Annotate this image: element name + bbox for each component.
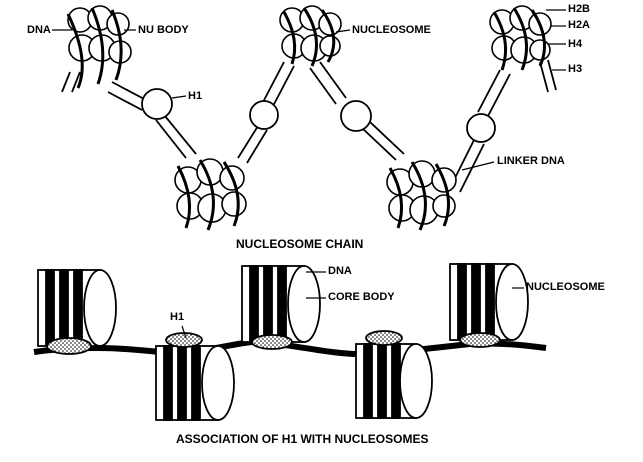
nucleosome-chain-diagram [52, 5, 566, 231]
bottom-leader-lines [181, 271, 524, 339]
label-core-body: CORE BODY [328, 291, 395, 303]
label-h1-top: H1 [188, 90, 203, 102]
label-h3: H3 [568, 63, 583, 75]
h1-bead [249, 100, 279, 130]
label-linker-dna: LINKER DNA [497, 155, 565, 167]
h1-bead [466, 113, 496, 143]
nu-body-1 [66, 5, 132, 89]
h1-beads [141, 88, 496, 143]
h1-bead [340, 100, 372, 132]
core-body-2 [155, 332, 235, 421]
nu-body-4 [386, 160, 457, 231]
h1-bead [141, 88, 173, 120]
label-h1-bottom: H1 [170, 311, 185, 323]
core-body-4 [355, 330, 433, 419]
label-nucleosome-top: NUCLEOSOME [352, 24, 431, 36]
nu-body-5 [489, 5, 552, 71]
caption-h1-association: ASSOCIATION OF H1 WITH NUCLEOSOMES [176, 432, 429, 446]
label-h2a: H2A [568, 19, 591, 31]
h1-association-diagram [33, 263, 547, 421]
label-dna-top: DNA [27, 24, 51, 36]
core-body-5 [449, 263, 529, 348]
linker-dna-strands [61, 59, 557, 193]
core-body-3 [241, 265, 321, 350]
nu-body-2 [174, 158, 247, 231]
caption-nucleosome-chain: NUCLEOSOME CHAIN [236, 237, 364, 251]
nu-body-3 [279, 5, 342, 67]
label-h2b: H2B [568, 3, 591, 15]
label-nu-body: NU BODY [138, 24, 189, 36]
label-dna-bottom: DNA [328, 265, 352, 277]
core-body-1 [37, 269, 117, 355]
top-leader-lines [52, 9, 566, 171]
label-h4: H4 [568, 38, 583, 50]
label-nucleosome-bottom: NUCLEOSOME [526, 281, 605, 293]
